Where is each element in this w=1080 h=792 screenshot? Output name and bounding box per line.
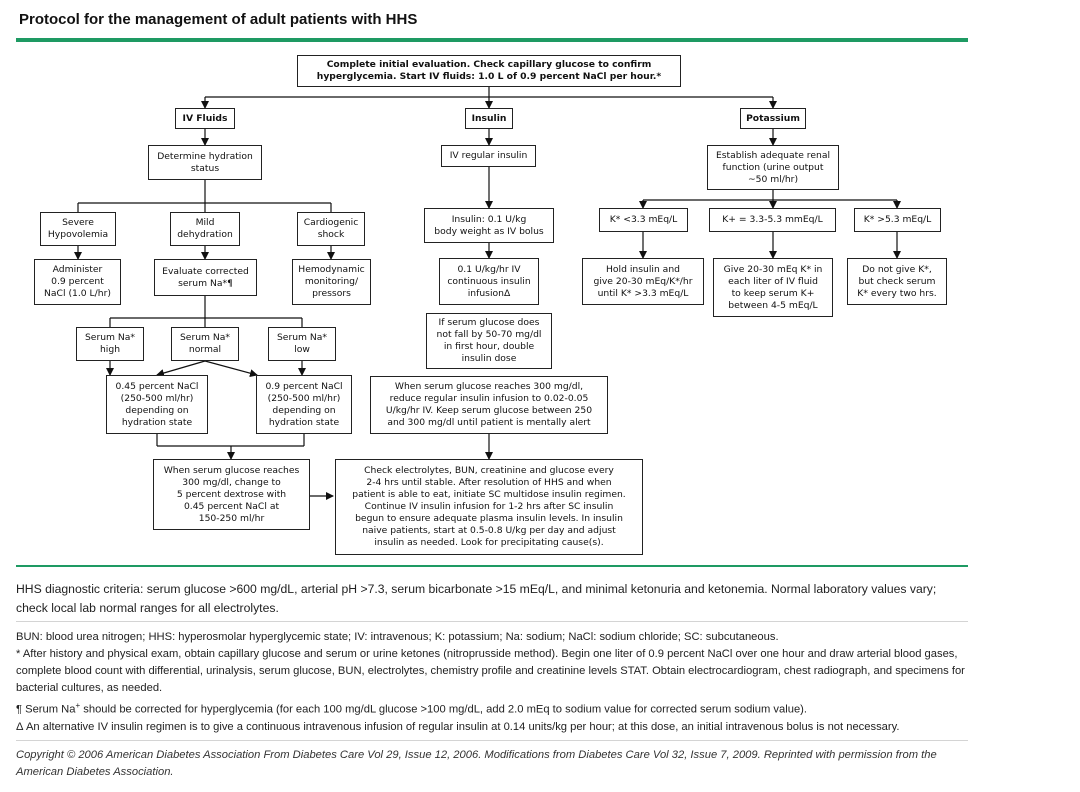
footer-divider bbox=[16, 565, 968, 567]
sodium-high-box: Serum Na* high bbox=[76, 327, 144, 361]
give-potassium-box: Give 20-30 mEq K* in each liter of IV fl… bbox=[713, 258, 833, 317]
k-low-box: K* <3.3 mEq/L bbox=[599, 208, 688, 232]
hemodynamic-box: Hemodynamic monitoring/ pressors bbox=[292, 259, 371, 305]
insulin-header: Insulin bbox=[465, 108, 513, 129]
divider bbox=[16, 740, 968, 741]
dextrose-box: When serum glucose reaches 300 mg/dl, ch… bbox=[153, 459, 310, 530]
evaluate-sodium-box: Evaluate corrected serum Na*¶ bbox=[154, 259, 257, 296]
divider bbox=[16, 621, 968, 622]
footnotes: BUN: blood urea nitrogen; HHS: hyperosmo… bbox=[16, 629, 966, 736]
asterisk-note: * After history and physical exam, obtai… bbox=[16, 648, 965, 694]
header-divider bbox=[16, 38, 968, 42]
pilcrow-note: ¶ Serum Na+ should be corrected for hype… bbox=[16, 697, 966, 719]
hold-insulin-box: Hold insulin and give 20-30 mEq/K*/hr un… bbox=[582, 258, 704, 305]
flowchart-connectors bbox=[74, 87, 901, 500]
insulin-infusion-box: 0.1 U/kg/hr IV continuous insulin infusi… bbox=[439, 258, 539, 305]
double-dose-box: If serum glucose does not fall by 50-70 … bbox=[426, 313, 552, 369]
iv-regular-insulin-box: IV regular insulin bbox=[441, 145, 536, 167]
pilcrow-note-prefix: ¶ Serum Na bbox=[16, 703, 76, 716]
reduce-insulin-box: When serum glucose reaches 300 mg/dl, re… bbox=[370, 376, 608, 434]
nacl-09-box: 0.9 percent NaCl (250-500 ml/hr) dependi… bbox=[256, 375, 352, 434]
k-mid-box: K+ = 3.3-5.3 mmEq/L bbox=[709, 208, 836, 232]
abbreviations-note: BUN: blood urea nitrogen; HHS: hyperosmo… bbox=[16, 631, 779, 643]
pilcrow-note-rest: should be corrected for hyperglycemia (f… bbox=[80, 703, 807, 716]
potassium-header: Potassium bbox=[740, 108, 806, 129]
page-title: Protocol for the management of adult pat… bbox=[19, 11, 418, 28]
sodium-low-box: Serum Na* low bbox=[268, 327, 336, 361]
mild-dehydration-box: Mild dehydration bbox=[170, 212, 240, 246]
insulin-bolus-box: Insulin: 0.1 U/kg body weight as IV bolu… bbox=[424, 208, 554, 243]
renal-function-box: Establish adequate renal function (urine… bbox=[707, 145, 839, 190]
delta-note: Δ An alternative IV insulin regimen is t… bbox=[16, 720, 900, 733]
sodium-normal-box: Serum Na* normal bbox=[171, 327, 239, 361]
nacl-045-box: 0.45 percent NaCl (250-500 ml/hr) depend… bbox=[106, 375, 208, 434]
severe-hypovolemia-box: Severe Hypovolemia bbox=[40, 212, 116, 246]
pilcrow-note-sup: + bbox=[75, 701, 81, 710]
no-potassium-box: Do not give K*, but check serum K* every… bbox=[847, 258, 947, 305]
administer-nacl-box: Administer 0.9 percent NaCl (1.0 L/hr) bbox=[34, 259, 121, 305]
iv-fluids-header: IV Fluids bbox=[175, 108, 235, 129]
k-high-box: K* >5.3 mEq/L bbox=[854, 208, 941, 232]
check-electrolytes-box: Check electrolytes, BUN, creatinine and … bbox=[335, 459, 643, 555]
diagnostic-criteria: HHS diagnostic criteria: serum glucose >… bbox=[16, 582, 937, 615]
copyright-note: Copyright © 2006 American Diabetes Assoc… bbox=[16, 749, 937, 778]
start-box: Complete initial evaluation. Check capil… bbox=[297, 55, 681, 87]
determine-hydration-box: Determine hydration status bbox=[148, 145, 262, 180]
cardiogenic-shock-box: Cardiogenic shock bbox=[297, 212, 365, 246]
